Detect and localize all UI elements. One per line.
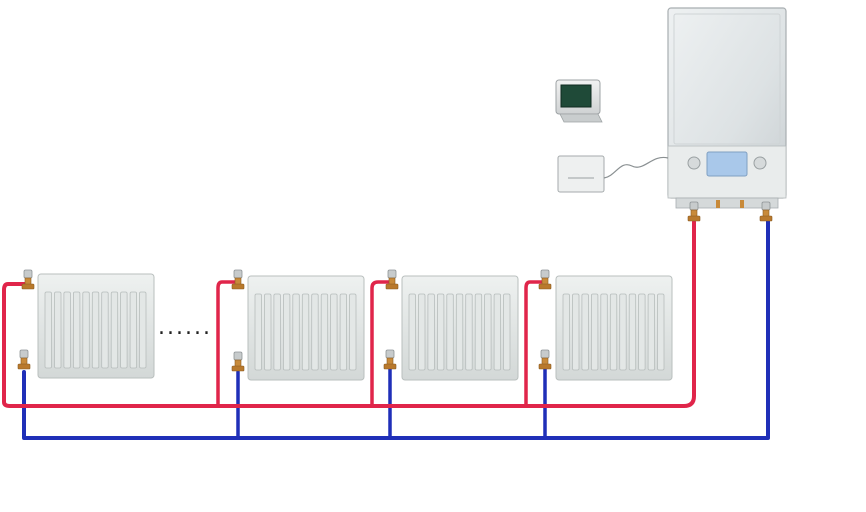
radiator-section [139, 291, 147, 369]
radiator-section [581, 293, 589, 371]
radiator-section [638, 293, 646, 371]
radiator-section [427, 293, 435, 371]
radiator-section [264, 293, 272, 371]
radiator-section [292, 293, 300, 371]
radiator-section [408, 293, 416, 371]
radiator-section [349, 293, 357, 371]
boiler-right-knob [753, 156, 767, 170]
radiator-section [446, 293, 454, 371]
radiator-section [455, 293, 464, 371]
radiator-section [562, 293, 570, 371]
radiator-section [54, 291, 62, 369]
radiator-1 [37, 273, 155, 379]
radiator-section [484, 293, 492, 371]
radiator-section [44, 291, 52, 369]
boiler-controller [557, 155, 669, 193]
radiator-section [493, 293, 502, 371]
radiator-3-return-valve [383, 349, 397, 370]
radiator-section [63, 291, 71, 369]
radiator-section [572, 293, 580, 371]
radiator-section [503, 293, 511, 371]
radiator-3-supply-valve [385, 269, 399, 290]
radiator-section [339, 293, 348, 371]
radiator-section [320, 293, 329, 371]
radiator-section [465, 293, 473, 371]
radiator-section [436, 293, 445, 371]
radiator-3 [401, 275, 519, 381]
boiler-left-knob [687, 156, 701, 170]
radiator-4 [555, 275, 673, 381]
radiator-section [591, 293, 599, 371]
radiator-section [110, 291, 119, 369]
radiator-section [101, 291, 109, 369]
controller-cable [603, 156, 669, 179]
radiator-section [282, 293, 291, 371]
radiator-section [600, 293, 608, 371]
radiator-section [311, 293, 319, 371]
radiator-section [73, 291, 81, 369]
radiator-section [254, 293, 262, 371]
radiator-section [129, 291, 138, 369]
radiator-1-supply-valve [21, 269, 35, 290]
wall-boiler [667, 7, 787, 222]
thermostat-screen [560, 84, 592, 108]
boiler-return-valve [759, 201, 773, 222]
radiator-2-supply-valve [231, 269, 245, 290]
radiator-gap-indicator: ...... [158, 315, 212, 340]
radiator-2 [247, 275, 365, 381]
radiator-section [120, 291, 128, 369]
radiator-1-return-valve [17, 349, 31, 370]
radiator-section [301, 293, 310, 371]
radiator-section [91, 291, 100, 369]
radiator-section [647, 293, 655, 371]
supply-pipe [2, 220, 696, 408]
radiator-section [657, 293, 665, 371]
radiator-section [82, 291, 90, 369]
radiator-4-return-valve [538, 349, 552, 370]
radiator-section [273, 293, 281, 371]
radiator-section [330, 293, 338, 371]
radiator-section [619, 293, 627, 371]
radiator-4-supply-valve [538, 269, 552, 290]
radiator-section [474, 293, 483, 371]
radiator-section [609, 293, 618, 371]
boiler-supply-valve [687, 201, 701, 222]
room-thermostat [555, 79, 603, 123]
radiator-section [628, 293, 637, 371]
radiator-section [418, 293, 426, 371]
boiler-display [706, 151, 748, 177]
radiator-2-return-valve [231, 351, 245, 372]
